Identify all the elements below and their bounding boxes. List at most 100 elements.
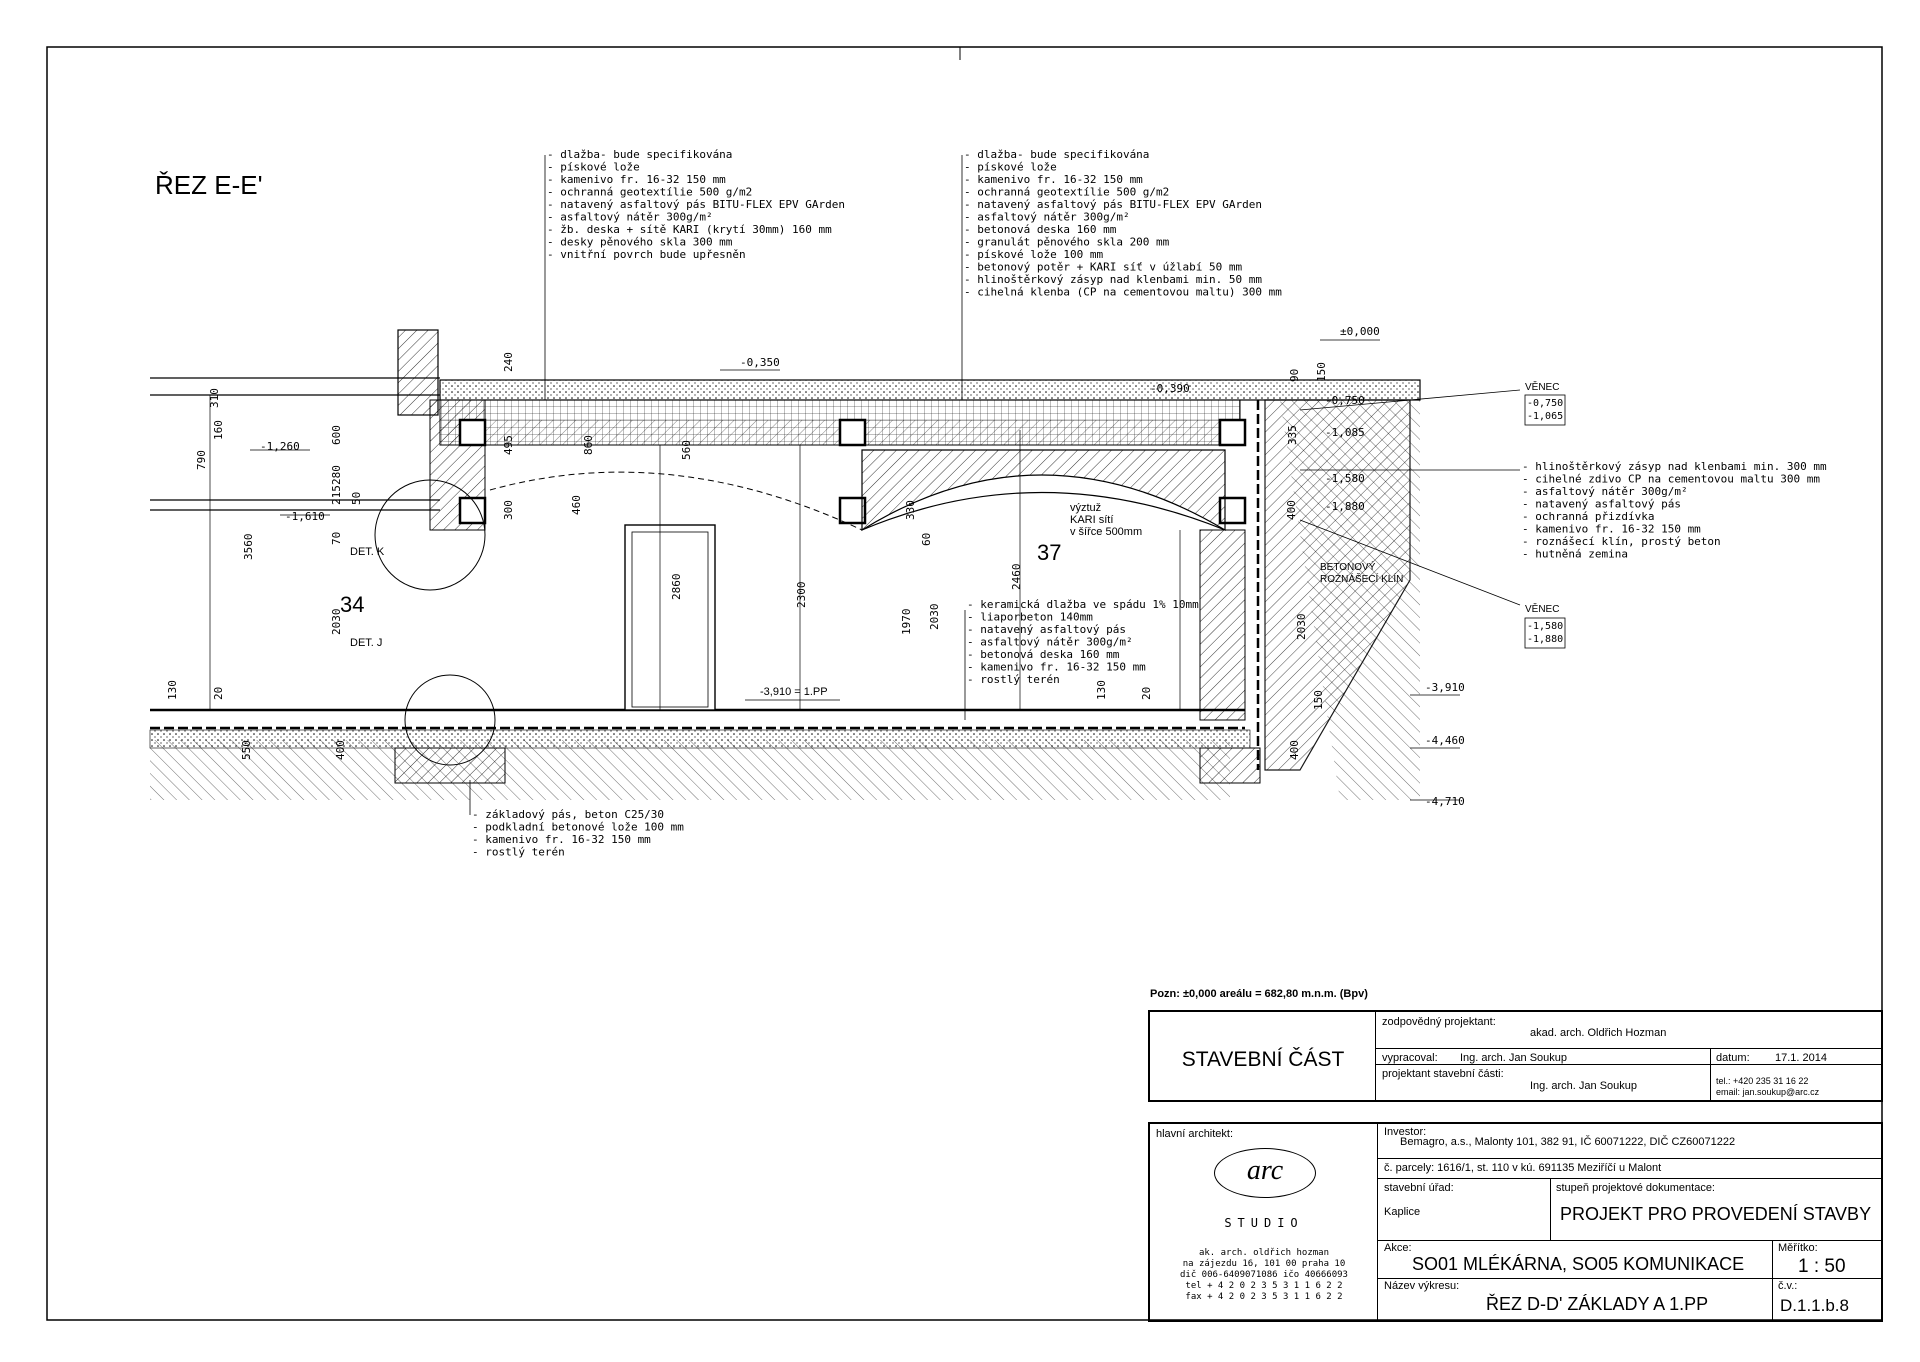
akce-value: SO01 MLÉKÁRNA, SO05 KOMUNIKACE [1412,1254,1745,1274]
layer-left-line: - vnitřní povrch bude upřesněn [547,248,746,261]
studio-address-line: tel + 4 2 0 2 3 5 3 1 1 6 2 2 [1185,1281,1343,1291]
detail-circle-j [404,674,496,766]
beam-5 [1218,418,1247,447]
studio-address-line: dič 006-6409071086 ičo 40666093 [1180,1270,1348,1280]
det-j-label: DET. J [350,637,383,649]
dimension-value: 400 [334,740,347,760]
dimension-value: 90 [1288,369,1301,382]
studio-address-line: fax + 4 2 0 2 3 5 3 1 1 6 2 2 [1185,1292,1343,1302]
door [624,524,716,711]
level-value: ±0,000 [1340,325,1380,338]
layer-left-line: - ochranná geotextílie 500 g/m2 [547,186,752,199]
urad-label: stavební úřad: [1384,1182,1454,1194]
dimension-value: 790 [195,450,208,470]
nazev-label: Název výkresu: [1384,1280,1460,1292]
dimension-value: 2030 [928,604,941,631]
beam-3 [838,418,867,447]
title-block-lower: hlavní architekt: arc STUDIO ak. arch. o… [1148,1122,1883,1322]
level-markers [250,339,1460,801]
investor-label: Investor: [1384,1126,1427,1138]
layer-mid-line: - ochranná geotextílie 500 g/m2 [964,186,1169,199]
dimension-value: 460 [570,495,583,515]
layer-left-line: - kamenivo fr. 16-32 150 mm [547,173,726,186]
vyprac-label: vypracoval: [1382,1052,1438,1064]
dimension-value: 215 [330,485,343,505]
cv-value: D.1.1.b.8 [1780,1296,1849,1315]
title-block-upper: STAVEBNÍ ČÁST zodpovědný projektant: aka… [1148,1010,1883,1102]
layer-mid-line: - cihelná klenba (CP na cementovou maltu… [964,286,1282,299]
layer-right-line: - roznášecí klín, prostý beton [1522,535,1721,548]
layer-left-line: - dlažba- bude specifikována [547,148,732,161]
investor-value: Bemagro, a.s., Malonty 101, 382 91, IČ 6… [1400,1136,1736,1148]
arch-label: hlavní architekt: [1156,1128,1234,1140]
cv-label: č.v.: [1778,1280,1798,1292]
studio-address-line: na zájezdu 16, 101 00 praha 10 [1182,1259,1346,1269]
door-inner [631,531,709,708]
layer-floor-line: - rostlý terén [967,673,1060,686]
layer-floor-line: - liaporbeton 140mm [967,611,1093,624]
layer-mid-line: - pískové lože [964,161,1057,174]
proj-value: Ing. arch. Jan Soukup [1530,1080,1638,1092]
dimension-value: 400 [1285,500,1298,520]
room-37-label: 37 [1037,540,1062,565]
layer-foundation-line: - kamenivo fr. 16-32 150 mm [472,833,651,846]
layer-right-line: - hlinoštěrkový zásyp nad klenbami min. … [1522,460,1827,473]
level-value: -4,710 [1425,795,1465,808]
venec-label-2: VĚNEC [1525,604,1560,615]
vault-dashed-arc [489,471,863,531]
dimension-value: 150 [1312,690,1325,710]
dimension-value: 50 [350,492,363,505]
nazev-value: ŘEZ D-D' ZÁKLADY A 1.PP [1486,1294,1709,1314]
layer-mid-line: - hlinoštěrkový zásyp nad klenbami min. … [964,273,1262,286]
datum-label: datum: [1716,1052,1750,1064]
studio-address-line: ak. arch. oldřich hozman [1198,1248,1330,1258]
dimension-value: 130 [1095,680,1108,700]
layer-floor-line: - betonová deska 160 mm [967,648,1120,661]
studio-text: STUDIO [1224,1216,1304,1230]
level-value: -1,085 [1325,426,1365,439]
arc-logo-text: arc [1246,1155,1284,1186]
layer-right-line: - hutněná zemina [1522,548,1628,561]
level-value: -1,260 [260,440,300,453]
layer-left-line: - pískové lože [547,161,640,174]
soil-fill [150,740,1230,800]
dimension-value: 20 [212,687,225,700]
layer-right-line: - cihelné zdivo CP na cementovou maltu 3… [1522,473,1820,486]
zodp-value: akad. arch. Oldřich Hozman [1530,1027,1667,1039]
dimension-value: 1970 [900,609,913,636]
level-value: -0,390 [1150,382,1190,395]
layer-mid-line: - dlažba- bude specifikována [964,148,1149,161]
pozn-note: Pozn: ±0,000 areálu = 682,80 m.n.m. (Bpv… [1150,988,1368,1000]
part-title: STAVEBNÍ ČÁST [1181,1048,1345,1071]
dimension-value: 70 [330,532,343,545]
layer-foundation-line: - podkladní betonové lože 100 mm [472,821,684,834]
layer-right-line: - asfaltový nátěr 300g/m² [1522,485,1688,498]
part-cell: STAVEBNÍ ČÁST [1150,1012,1376,1100]
meritko-value: 1 : 50 [1798,1256,1846,1277]
dimension-value: 20 [1140,687,1153,700]
dimension-value: 60 [920,533,933,546]
level-value: -0,750 [1325,394,1365,407]
tel: tel.: +420 235 31 16 22 [1716,1076,1809,1086]
level-value: -3,910 [1425,681,1465,694]
venec-value: -0,750 [1527,398,1563,409]
layer-left-line: - asfaltový nátěr 300g/m² [547,211,713,224]
dimension-value: 2860 [670,574,683,601]
venec-value: -1,065 [1527,411,1563,422]
dimension-value: 2030 [330,609,343,636]
layer-mid-line: - betonová deska 160 mm [964,223,1117,236]
dimension-value: 240 [502,352,515,372]
dimension-value: 300 [502,500,515,520]
level-value: -1,880 [1325,500,1365,513]
venec-box-2 [1524,617,1566,649]
venec-box-1 [1524,394,1566,426]
layer-right-line: - natavený asfaltový pás [1522,498,1681,511]
level-value: -4,460 [1425,734,1465,747]
roznaseci-klin [1264,399,1411,771]
layer-left-line: - desky pěnového skla 300 mm [547,236,733,249]
dimension-value: 150 [1315,362,1328,382]
beam-4 [838,496,867,525]
layer-left-line: - žb. deska + sítě KARI (krytí 30mm) 160… [547,223,832,236]
